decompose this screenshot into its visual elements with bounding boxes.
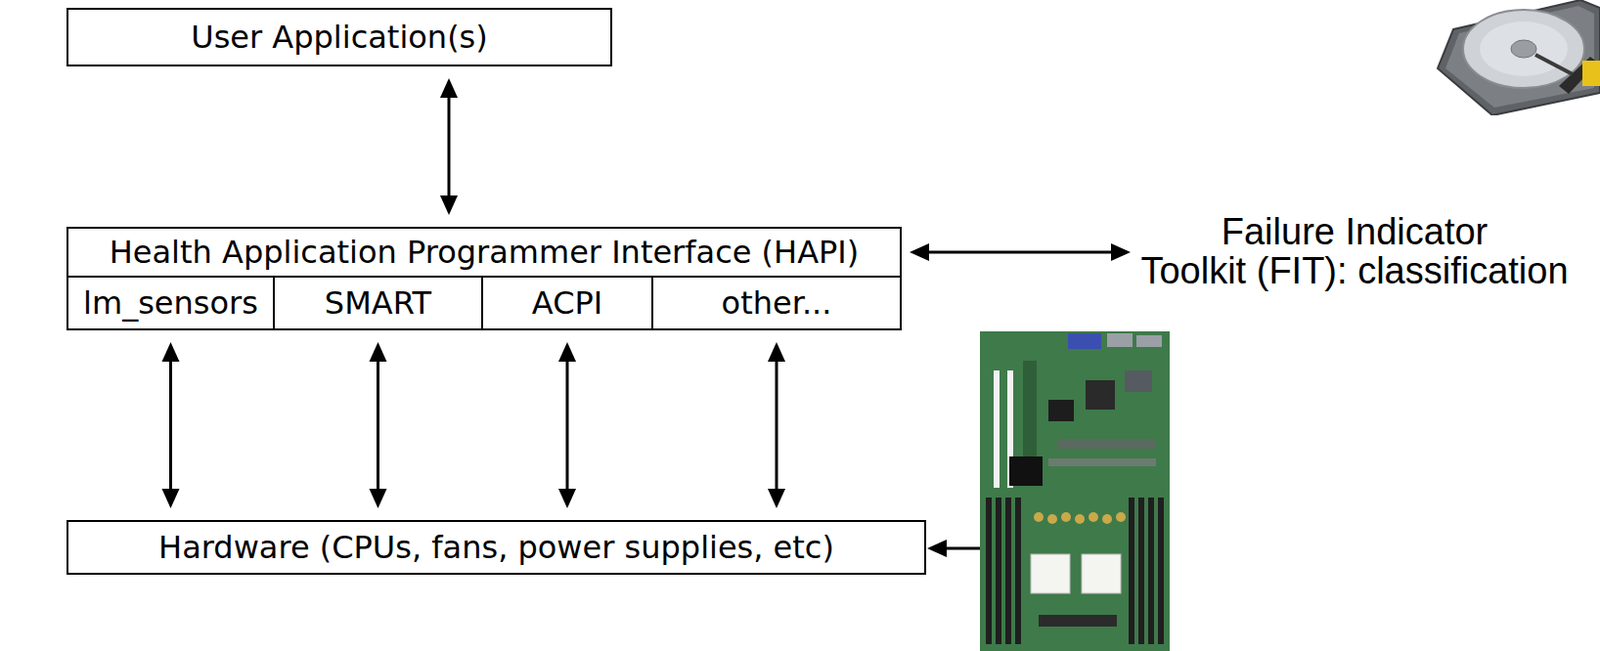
box-label: Hardware (CPUs, fans, power supplies, et… bbox=[158, 530, 835, 567]
connector-line bbox=[775, 359, 779, 491]
box-label: User Application(s) bbox=[190, 19, 489, 56]
toolkit-label: Failure IndicatorToolkit (FIT): classifi… bbox=[1134, 208, 1575, 297]
connector-arrow bbox=[440, 78, 458, 216]
connector-arrow bbox=[909, 243, 1131, 262]
connector-arrow bbox=[369, 342, 388, 509]
module-box: SMART bbox=[272, 275, 484, 331]
arrow-head bbox=[767, 342, 786, 362]
arrow-head bbox=[440, 78, 458, 98]
module-box: lm_sensors bbox=[66, 275, 275, 331]
connector-line bbox=[376, 359, 380, 491]
motherboard-photo bbox=[979, 331, 1170, 651]
arrow-head bbox=[369, 342, 388, 362]
connector-line bbox=[169, 359, 173, 491]
connector-line bbox=[447, 95, 451, 198]
connector-arrow bbox=[767, 342, 786, 509]
arrow-head bbox=[909, 243, 930, 262]
module-box: other... bbox=[651, 275, 902, 331]
hard-drive-photo bbox=[1433, 0, 1600, 116]
arrow-head bbox=[162, 342, 180, 362]
box-label: Toolkit (FIT): classification bbox=[1140, 252, 1568, 292]
api-box: Health Application Programmer Interface … bbox=[66, 226, 902, 278]
application-box: User Application(s) bbox=[66, 7, 613, 67]
connector-line bbox=[927, 251, 1113, 255]
box-label: lm_sensors bbox=[83, 285, 259, 322]
box-label: SMART bbox=[324, 285, 432, 322]
connector-arrow bbox=[162, 342, 180, 509]
connector-line bbox=[566, 359, 570, 491]
arrow-head bbox=[1111, 243, 1131, 262]
connector-arrow bbox=[558, 342, 577, 509]
box-label: other... bbox=[721, 285, 833, 322]
arrow-head bbox=[558, 488, 577, 509]
arrow-head bbox=[767, 488, 786, 509]
hardware-box: Hardware (CPUs, fans, power supplies, et… bbox=[66, 520, 927, 576]
arrow-head bbox=[369, 488, 388, 509]
arrow-head bbox=[440, 195, 458, 216]
box-label: ACPI bbox=[532, 285, 603, 322]
module-box: ACPI bbox=[481, 275, 654, 331]
arrow-head bbox=[162, 488, 180, 509]
leader-arrow bbox=[919, 535, 984, 562]
arrow-head bbox=[558, 342, 577, 362]
box-label: Health Application Programmer Interface … bbox=[109, 234, 860, 271]
box-label: Failure Indicator bbox=[1221, 213, 1488, 253]
